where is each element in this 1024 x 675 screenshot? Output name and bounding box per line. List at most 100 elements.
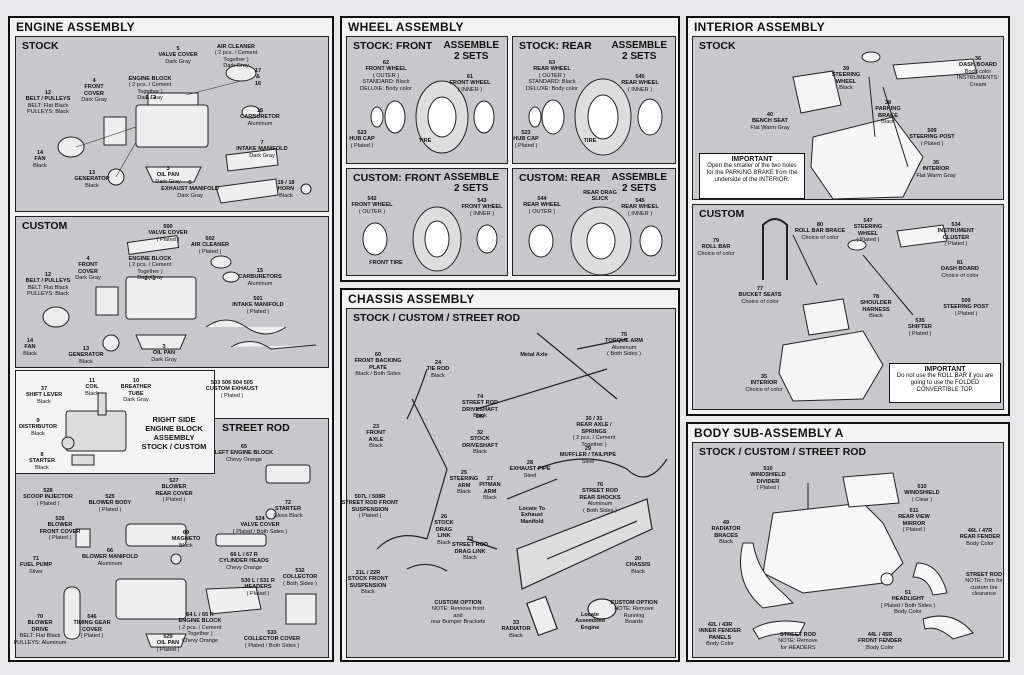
part-finish: ( 2 pcs. / Cement Together ) Dark Gray [214,50,258,70]
part-number: 49 [722,520,730,526]
part-finish: ( Plated ) [350,142,374,149]
part-name: STARTER [29,458,55,465]
part-number: 64 L / 65 R [186,612,214,618]
part-name: COLLECTOR COVER [243,636,301,643]
engine-custom-section: CUSTOM [15,216,329,368]
section-title: STOCK / CUSTOM / STREET ROD [699,446,867,458]
part-number: 14 [36,150,44,156]
part-name: STEERING WHEEL [853,224,883,237]
part-finish: Dark Gray [151,356,177,363]
part-name: BELT / PULLEYS [25,278,71,285]
part-finish: ( Plated ) [162,497,186,504]
part-finish: ( 2 pcs. / Cement Together ) [572,435,616,448]
part-label: 2 / 1 [120,276,180,282]
part-number: 25 [460,470,468,476]
part-number: 7 [260,140,264,146]
panel-title: INTERIOR ASSEMBLY [694,20,825,34]
part-name: STREET ROD [965,572,1003,578]
part-finish: ( Plated / Both Sides ) [232,528,288,535]
part-name: HORN [277,186,295,193]
part-number: 543 [477,198,487,204]
part-finish: Choice of color [801,234,839,241]
part-name: ROLL BAR [701,244,731,251]
part-finish: Body color INSTRUMENTS: Cream [957,68,999,88]
part-name: ENGINE BLOCK [178,618,222,625]
part-name: STEERING POST [909,134,955,141]
part-name: DASH BOARD [941,266,979,273]
part-number: 525 [105,494,115,500]
part-name: FUEL PUMP [19,562,53,569]
section-title: STREET ROD [222,422,290,434]
part-name: BLOWER DRIVE [27,620,53,633]
part-finish: BELT: Flat Black PULLEYS: Black [27,284,69,298]
part-finish: ( Plated ) [36,500,60,507]
part-name: BLOWER BODY [88,500,132,507]
section-title: STOCK: REAR [519,40,592,52]
part-finish: Dark Gray [75,275,101,282]
assemble-note: ASSEMBLE 2 SETS [611,172,667,194]
part-name: STREET ROD DRIVESHAFT [461,400,499,413]
engine-custom-diagram [42,235,317,352]
part-number: 69 [182,530,190,536]
part-finish: Dark Gray [249,152,275,159]
wheel-stock-front: STOCK: FRONT ASSEMBLE 2 SETS [346,36,508,164]
part-number: 12 [44,90,52,96]
wheel-assembly-panel: WHEEL ASSEMBLY STOCK: FRONT ASSEMBLE 2 S… [340,16,680,282]
part-number: 510 [763,466,773,472]
part-name: VALVE COVER [148,230,188,237]
part-number: 503 506 504 505 [211,380,253,386]
part-number: 19 / 18 [277,180,295,186]
part-finish: ( Plated ) [198,248,222,255]
part-name: BENCH SEAT [752,118,788,125]
section-title: CUSTOM: REAR [519,172,601,184]
part-finish: ( INNER ) [627,210,653,217]
part-name: REAR VIEW MIRROR [898,514,930,527]
part-number: 71 [32,556,40,562]
part-finish: ( INNER ) [469,210,495,217]
part-finish: ( Plated ) [156,646,180,653]
engine-streetrod-diagram [63,464,317,648]
rightside-diagram [61,392,127,466]
part-name: CYLINDER HEADS [219,558,269,565]
interior-assembly-panel: INTERIOR ASSEMBLY STOCK IMPORTANT Open t… [686,16,1010,416]
part-finish: ( Both Sides ) [283,580,317,587]
note-text: Open the smaller of the two holes for th… [706,163,798,183]
part-number: 66 [106,548,114,554]
part-name: RADIATOR [501,626,531,633]
part-number: 60 [374,352,382,358]
part-number: 77 [756,286,764,292]
part-number: 32 [476,430,484,436]
part-finish: Black [463,555,477,562]
part-name: ROLL BAR BRACE [794,228,846,235]
engine-rightside-section: RIGHT SIDE ENGINE BLOCK ASSEMBLY STOCK /… [15,370,215,474]
wheel-diagram [362,206,498,272]
part-name: GENERATOR [74,176,110,183]
part-number: 12 [44,272,52,278]
part-name: CARBURETORS [238,274,282,281]
part-name: FAN [24,344,36,351]
